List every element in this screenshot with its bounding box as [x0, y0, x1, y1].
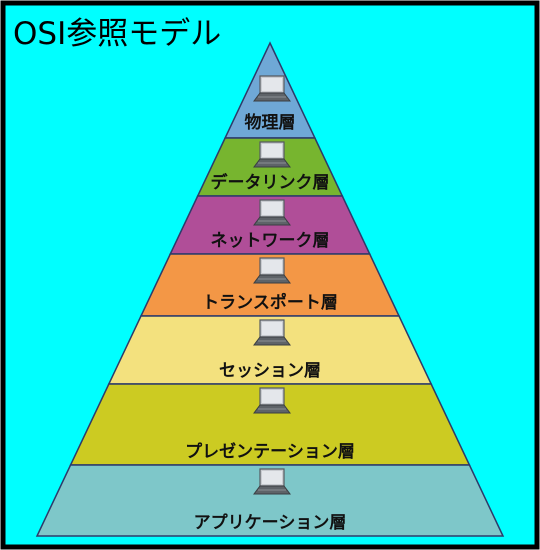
- layer-label-3: ネットワーク層: [211, 231, 330, 251]
- laptop-icon: [253, 257, 291, 284]
- laptop-icon: [253, 319, 291, 346]
- laptop-icon: [253, 75, 291, 102]
- layer-label-2: データリンク層: [211, 172, 330, 193]
- layer-band-7: [35, 464, 505, 537]
- laptop-icon: [253, 387, 291, 414]
- layer-label-1: 物理層: [245, 112, 296, 133]
- laptop-icon: [253, 468, 291, 495]
- layer-label-6: プレゼンテーション層: [185, 441, 355, 462]
- layer-label-5: セッション層: [219, 361, 321, 381]
- layer-label-4: トランスポート層: [202, 292, 338, 313]
- laptop-icon: [253, 199, 291, 226]
- diagram-title: OSI参照モデル: [13, 16, 222, 52]
- layer-label-7: アプリケーション層: [194, 512, 347, 533]
- laptop-icon: [253, 141, 291, 168]
